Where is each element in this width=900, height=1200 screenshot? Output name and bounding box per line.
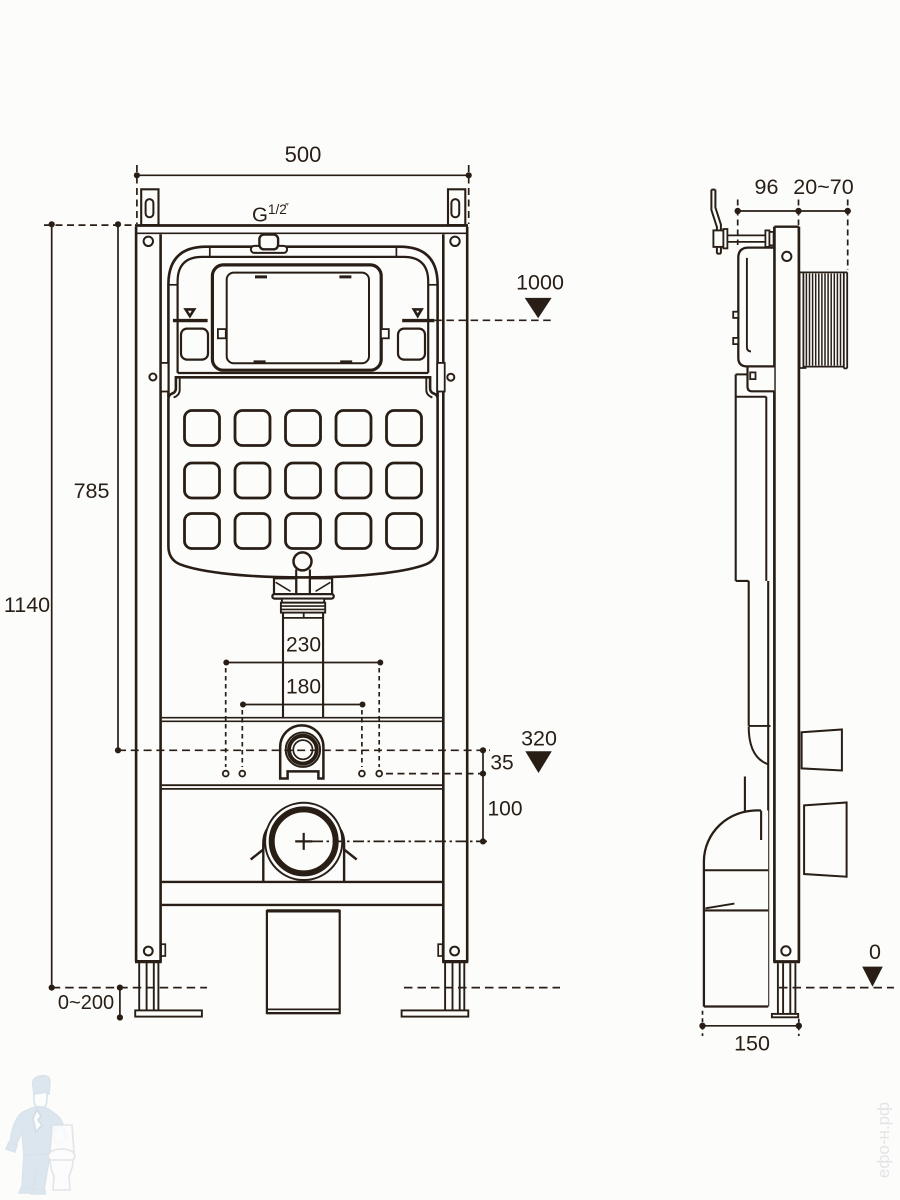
- svg-text:785: 785: [74, 479, 110, 503]
- svg-text:180: 180: [286, 676, 321, 699]
- svg-text:1000: 1000: [516, 271, 564, 295]
- svg-text:500: 500: [285, 142, 322, 167]
- svg-text:1/2: 1/2: [268, 202, 287, 217]
- svg-text:35: 35: [490, 752, 513, 775]
- svg-text:″: ″: [285, 201, 289, 213]
- svg-text:100: 100: [487, 798, 522, 821]
- svg-text:0~200: 0~200: [58, 992, 114, 1014]
- svg-text:96: 96: [755, 175, 779, 199]
- svg-text:G: G: [252, 204, 268, 227]
- svg-text:20~70: 20~70: [793, 175, 853, 199]
- svg-text:1140: 1140: [4, 593, 50, 617]
- svg-text:230: 230: [286, 634, 321, 657]
- svg-text:0: 0: [869, 940, 881, 964]
- svg-text:ефо-н.рф: ефо-н.рф: [874, 1102, 893, 1178]
- svg-text:150: 150: [734, 1032, 770, 1056]
- svg-text:320: 320: [521, 727, 557, 751]
